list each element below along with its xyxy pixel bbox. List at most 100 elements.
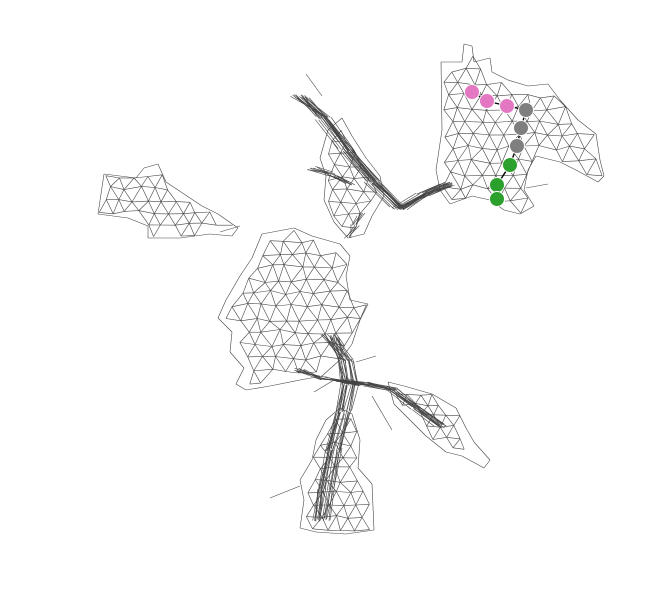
mesh-edge	[464, 175, 474, 186]
mesh-boundary-edge	[455, 407, 467, 429]
mesh-edge	[539, 120, 559, 125]
mesh-edge	[518, 94, 529, 107]
mesh-edge	[329, 290, 340, 308]
mesh-edge	[253, 282, 266, 294]
mesh-edge	[486, 82, 502, 85]
mesh-edge	[367, 183, 395, 210]
mesh-edge	[546, 106, 566, 111]
mesh-edge	[496, 82, 502, 96]
mesh-edge	[341, 213, 349, 227]
mesh-edge	[370, 183, 396, 208]
mesh-edge	[194, 222, 203, 236]
mesh-edge	[495, 122, 505, 136]
mesh-edge	[343, 385, 352, 411]
mesh-edge	[248, 277, 266, 283]
mesh-edge	[562, 160, 579, 162]
highlight-node	[489, 177, 505, 193]
mesh-edge	[526, 121, 536, 133]
mesh-boundary-edge	[235, 367, 245, 385]
mesh-edge	[348, 203, 357, 215]
mesh-edge	[495, 162, 503, 176]
mesh-edge	[513, 175, 522, 189]
mesh-boundary-edge	[269, 379, 301, 387]
mesh-boundary-edge	[431, 393, 457, 409]
mesh-edge	[504, 187, 511, 201]
mesh-edge	[406, 193, 431, 210]
mesh-edge	[482, 134, 490, 149]
mesh-edge	[330, 319, 337, 334]
mesh-edge	[307, 293, 314, 307]
mesh-edge	[161, 174, 168, 191]
mesh-edge	[307, 306, 318, 321]
mesh-edge	[334, 164, 343, 177]
mesh-edge	[482, 122, 490, 136]
mesh-edge	[329, 488, 335, 521]
mesh-edge	[325, 173, 347, 183]
mesh-edge	[247, 356, 263, 358]
mesh-edge	[254, 344, 273, 347]
mesh-edge	[147, 176, 156, 188]
mesh-edge	[306, 505, 314, 517]
mesh-boundary-edge	[449, 195, 473, 205]
mesh-edge	[321, 304, 340, 308]
mesh-edge	[167, 189, 177, 202]
mesh-edge	[324, 319, 332, 335]
mesh-boundary-edge	[425, 435, 447, 453]
mesh-edge	[448, 94, 458, 108]
mesh-boundary-edge	[527, 155, 537, 171]
highlight-node	[513, 120, 529, 136]
mesh-edge	[556, 135, 563, 151]
mesh-edge	[318, 119, 342, 150]
mesh-edge	[457, 107, 465, 122]
mesh-edge	[257, 268, 266, 283]
mesh-edge	[320, 116, 346, 151]
mesh-edge	[431, 394, 439, 406]
mesh-edge	[337, 264, 348, 283]
mesh-edge	[123, 189, 133, 203]
mesh-edge	[313, 293, 322, 305]
mesh-edge	[497, 94, 512, 97]
mesh-edge	[257, 318, 270, 322]
mesh-edge	[339, 412, 350, 451]
mesh-edge	[118, 199, 133, 203]
mesh-edge	[451, 198, 466, 200]
mesh-edge	[453, 425, 461, 439]
mesh-edge	[328, 488, 333, 522]
mesh-edge	[239, 331, 250, 343]
mesh-edge	[562, 145, 570, 162]
mesh-edge	[402, 194, 430, 210]
mesh-edge	[317, 304, 322, 321]
mesh-edge	[314, 266, 325, 280]
mesh-edge	[307, 169, 329, 177]
mesh-edge	[183, 213, 190, 224]
mesh-edge	[396, 194, 424, 210]
mesh-edge	[511, 94, 519, 107]
mesh-edge	[561, 123, 572, 137]
mesh-edge	[253, 290, 271, 294]
mesh-edge	[333, 413, 345, 452]
mesh-edge	[321, 504, 330, 518]
mesh-edge	[471, 159, 483, 176]
mesh-edge	[110, 177, 120, 187]
mesh-boundary-edge	[229, 331, 233, 353]
mesh-edge	[350, 480, 358, 493]
mesh-boundary-edge	[97, 213, 129, 219]
mesh-edge	[459, 438, 465, 450]
mesh-edge	[270, 290, 277, 307]
mesh-edge	[283, 254, 293, 265]
mesh-edge	[523, 132, 536, 147]
mesh-edge	[295, 332, 309, 334]
mesh-edge	[584, 134, 595, 149]
mesh-edge	[586, 174, 603, 177]
mesh-edge	[525, 183, 549, 189]
mesh-boundary-edge	[299, 499, 305, 529]
mesh-edge	[314, 119, 339, 149]
mesh-edge	[336, 515, 348, 519]
mesh-edge	[468, 145, 472, 160]
mesh-edge	[302, 252, 307, 267]
mesh-edge	[547, 124, 559, 136]
mesh-edge	[275, 305, 287, 322]
mesh-edge	[406, 394, 416, 404]
mesh-edge	[458, 133, 469, 146]
mesh-edge	[433, 405, 439, 415]
